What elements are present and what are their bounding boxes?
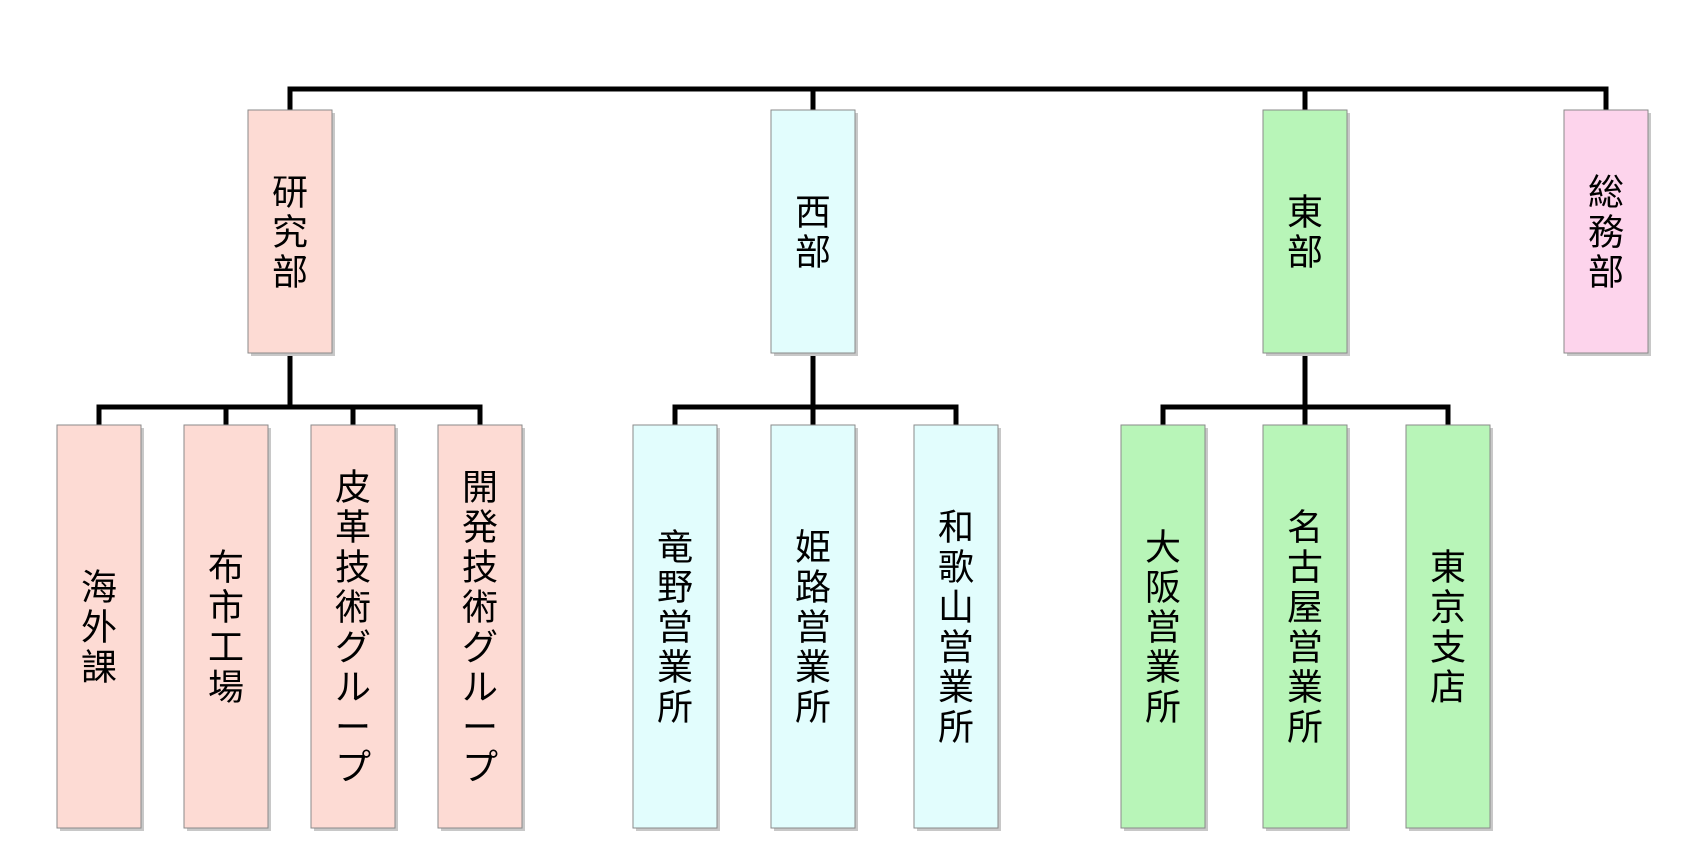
unit-box-east-2-rect xyxy=(1405,424,1491,829)
dept-box-east-label: 東部 xyxy=(1287,192,1323,273)
unit-box-east-0-rect xyxy=(1120,424,1206,829)
unit-box-west-0: 竜野営業所 xyxy=(632,424,720,831)
unit-box-research-1-rect xyxy=(183,424,269,829)
dept-box-east-rect xyxy=(1262,109,1348,354)
unit-box-research-2: 皮革技術グループ xyxy=(310,424,398,831)
unit-box-east-2: 東京支店 xyxy=(1405,424,1493,831)
dept-box-research-label: 研究部 xyxy=(272,172,308,293)
unit-box-west-0-rect xyxy=(632,424,718,829)
unit-box-east-1: 名古屋営業所 xyxy=(1262,424,1350,831)
unit-box-west-1-label: 姫路営業所 xyxy=(795,527,831,728)
dept-box-west-label: 西部 xyxy=(795,192,831,273)
unit-box-west-1-rect xyxy=(770,424,856,829)
dept-box-general: 総務部 xyxy=(1563,109,1651,356)
unit-box-research-3-label: 開発技術グループ xyxy=(462,467,498,788)
unit-box-research-2-label: 皮革技術グループ xyxy=(335,467,371,788)
dept-box-west: 西部 xyxy=(770,109,858,356)
dept-box-east: 東部 xyxy=(1262,109,1350,356)
unit-box-east-1-label: 名古屋営業所 xyxy=(1287,507,1323,748)
unit-box-research-3: 開発技術グループ xyxy=(437,424,525,831)
unit-box-east-0-label: 大阪営業所 xyxy=(1145,527,1181,728)
unit-box-east-1-rect xyxy=(1262,424,1348,829)
unit-box-research-3-rect xyxy=(437,424,523,829)
unit-box-research-0: 海外課 xyxy=(56,424,144,831)
connector-lines xyxy=(96,86,1609,428)
dept-box-research: 研究部 xyxy=(247,109,335,356)
unit-box-east-2-label: 東京支店 xyxy=(1430,547,1466,708)
unit-box-research-1-label: 布市工場 xyxy=(208,547,244,708)
unit-box-west-2-label: 和歌山営業所 xyxy=(938,507,974,748)
unit-box-east-0: 大阪営業所 xyxy=(1120,424,1208,831)
unit-box-research-0-rect xyxy=(56,424,142,829)
dept-box-west-rect xyxy=(770,109,856,354)
dept-box-general-rect xyxy=(1563,109,1649,354)
unit-box-west-2-rect xyxy=(913,424,999,829)
unit-box-research-2-rect xyxy=(310,424,396,829)
dept-box-research-rect xyxy=(247,109,333,354)
unit-box-west-2: 和歌山営業所 xyxy=(913,424,1001,831)
unit-box-west-0-label: 竜野営業所 xyxy=(657,527,693,728)
dept-box-general-label: 総務部 xyxy=(1588,172,1624,293)
unit-box-research-1: 布市工場 xyxy=(183,424,271,831)
unit-box-west-1: 姫路営業所 xyxy=(770,424,858,831)
unit-box-research-0-label: 海外課 xyxy=(81,567,117,688)
